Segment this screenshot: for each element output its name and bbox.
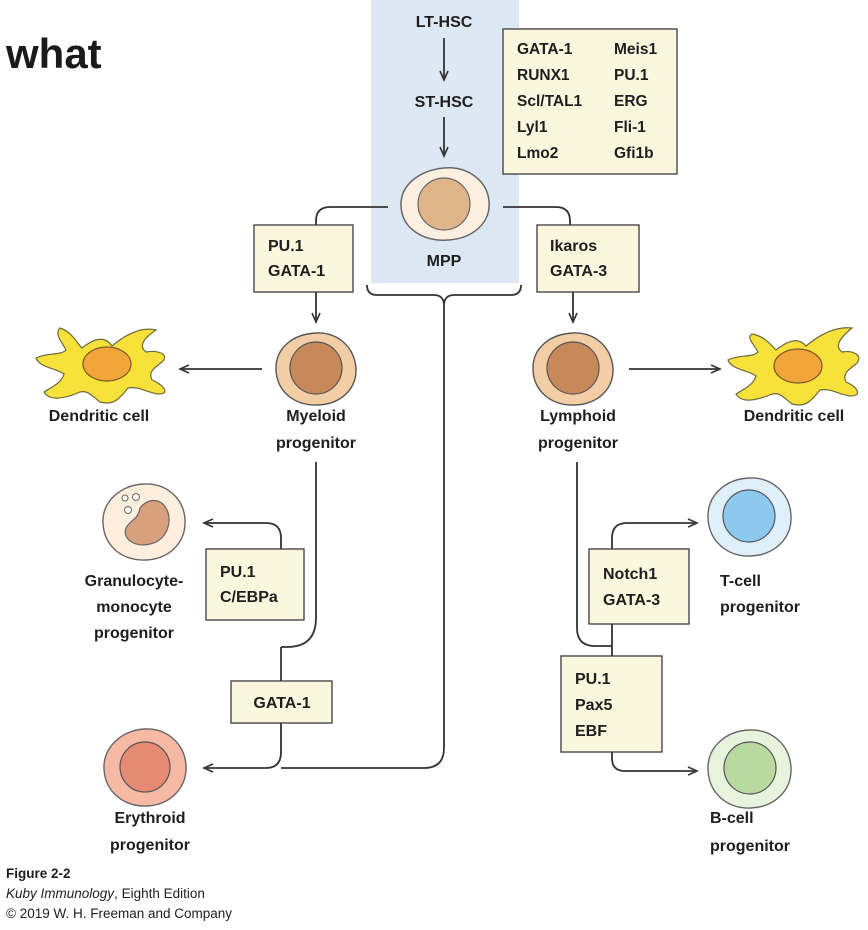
factor-left-4: Lyl1 xyxy=(517,119,548,136)
myeloid-factor-1: PU.1 xyxy=(268,238,304,255)
myeloid-factor-2: GATA-1 xyxy=(268,263,325,280)
lymphoid-factor-2: GATA-3 xyxy=(550,263,607,280)
bcell-label-1: B-cell xyxy=(710,810,754,827)
factor-left-3: Scl/TAL1 xyxy=(517,93,583,110)
myeloid-factor-box xyxy=(253,224,354,293)
erythroid-factor-box xyxy=(230,680,333,724)
erythroid-factor-1: GATA-1 xyxy=(253,695,310,712)
to-tcell-arrow xyxy=(611,518,699,549)
tcell-factor-box xyxy=(588,548,690,625)
granulocyte-factor-2: C/EBPa xyxy=(220,589,278,606)
bcell-progenitor-cell xyxy=(707,729,792,809)
myeloid-label-1: Myeloid xyxy=(286,408,346,425)
mpp-label: MPP xyxy=(427,253,462,270)
factor-right-3: ERG xyxy=(614,93,648,110)
lymphoid-trunk-line xyxy=(576,462,612,647)
lymphoid-progenitor-cell xyxy=(532,332,614,406)
caption-book-title: Kuby Immunology xyxy=(6,886,115,901)
tcell-factor-1: Notch1 xyxy=(603,566,657,583)
erythroid-label-2: progenitor xyxy=(110,837,190,854)
to-granulocyte-arrow xyxy=(202,518,282,549)
factor-right-2: PU.1 xyxy=(614,67,649,84)
dendritic-cell-right xyxy=(727,327,860,406)
granulocyte-label-1: Granulocyte- xyxy=(85,573,184,590)
bcell-factor-box xyxy=(560,655,663,753)
to-bcell-arrow xyxy=(611,752,699,776)
factor-grid-left: GATA-1 RUNX1 Scl/TAL1 Lyl1 Lmo2 xyxy=(517,41,583,162)
myeloid-progenitor-cell xyxy=(275,332,357,406)
lymphoid-factor-1: Ikaros xyxy=(550,238,597,255)
caption-edition: , Eighth Edition xyxy=(114,886,205,901)
dendritic-right-label: Dendritic cell xyxy=(744,408,844,425)
erythroid-progenitor-cell xyxy=(103,728,187,807)
to-erythroid-arrow xyxy=(202,723,282,773)
caption-copyright: © 2019 W. H. Freeman and Company xyxy=(6,906,232,921)
bcell-factor-1: PU.1 xyxy=(575,671,611,688)
granulocyte-label-3: progenitor xyxy=(94,625,174,642)
factor-left-5: Lmo2 xyxy=(517,145,558,162)
factor-left-1: GATA-1 xyxy=(517,41,573,58)
tcell-progenitor-cell xyxy=(707,477,792,557)
granulocyte-factor-box xyxy=(205,548,305,621)
factor-right-4: Fli-1 xyxy=(614,119,646,136)
lt-hsc-label: LT-HSC xyxy=(416,14,473,31)
factor-grid-right: Meis1 PU.1 ERG Fli-1 Gfi1b xyxy=(614,41,657,162)
tcell-label-2: progenitor xyxy=(720,599,800,616)
factor-right-1: Meis1 xyxy=(614,41,657,58)
granulocyte-monocyte-cell xyxy=(102,483,186,561)
lymphoid-factor-box xyxy=(536,224,640,293)
bcell-label-2: progenitor xyxy=(710,838,790,855)
tcell-factor-2: GATA-3 xyxy=(603,592,660,609)
lymphoid-label-2: progenitor xyxy=(538,435,618,452)
factor-left-2: RUNX1 xyxy=(517,67,570,84)
dendritic-cell-left xyxy=(35,327,166,404)
bcell-factor-2: Pax5 xyxy=(575,697,612,714)
hsc-factor-box xyxy=(502,28,678,175)
erythroid-label-1: Erythroid xyxy=(114,810,185,827)
myeloid-trunk-line xyxy=(281,462,317,648)
lymphoid-label-1: Lymphoid xyxy=(540,408,616,425)
granulocyte-label-2: monocyte xyxy=(96,599,172,616)
dendritic-left-label: Dendritic cell xyxy=(49,408,149,425)
tcell-label-1: T-cell xyxy=(720,573,761,590)
mpp-to-lymphoid-line xyxy=(503,206,571,226)
mpp-to-erythroid-line xyxy=(281,304,445,769)
bcell-factor-3: EBF xyxy=(575,723,607,740)
caption-source: Kuby Immunology, Eighth Edition xyxy=(6,886,205,901)
page-heading: what xyxy=(5,30,102,77)
granulocyte-factor-1: PU.1 xyxy=(220,564,256,581)
mpp-bracket xyxy=(366,284,522,305)
mpp-to-myeloid-line xyxy=(315,206,388,226)
st-hsc-label: ST-HSC xyxy=(415,94,474,111)
myeloid-label-2: progenitor xyxy=(276,435,356,452)
mpp-cell xyxy=(400,167,490,241)
figure-number: Figure 2-2 xyxy=(6,866,71,881)
factor-right-5: Gfi1b xyxy=(614,145,654,162)
